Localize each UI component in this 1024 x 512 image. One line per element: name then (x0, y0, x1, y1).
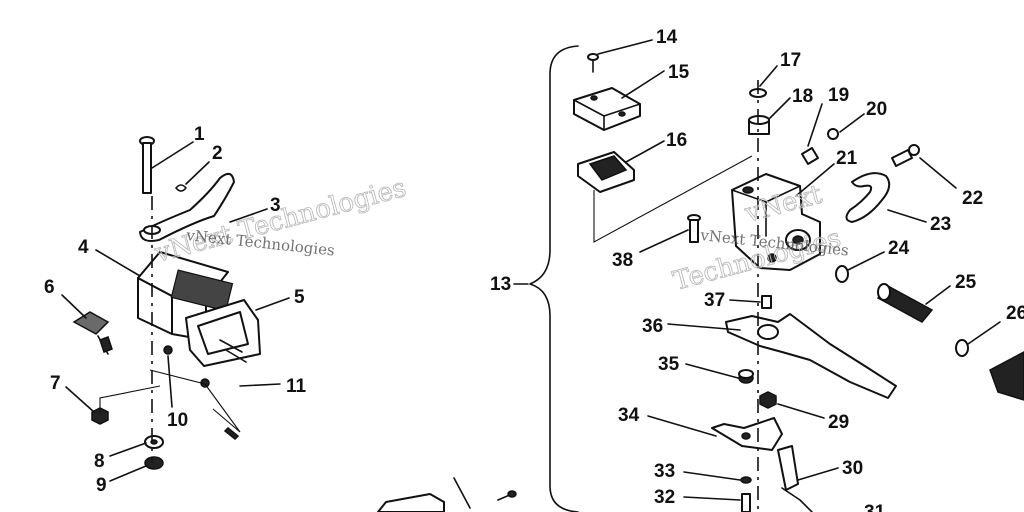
cup-part-18 (748, 115, 770, 135)
clip-part-2 (175, 184, 187, 192)
right-assembly (377, 53, 1024, 512)
callout-18: 18 (792, 86, 813, 107)
switch-part-30 (777, 445, 799, 491)
callout-30: 30 (842, 458, 863, 479)
left-assembly (72, 136, 261, 470)
callout-2: 2 (212, 143, 223, 164)
callout-9: 9 (96, 475, 107, 496)
callout-19: 19 (828, 85, 849, 106)
callout-17: 17 (780, 50, 801, 71)
master-cylinder-part-21 (731, 173, 821, 271)
switch-part-5 (185, 299, 261, 367)
callout-22: 22 (962, 188, 983, 209)
clamp-part-23 (845, 172, 891, 223)
callout-11: 11 (286, 376, 307, 397)
callout-13: 13 (490, 274, 511, 295)
callout-21: 21 (836, 148, 858, 169)
screw-part-20 (827, 128, 839, 140)
callout-35: 35 (658, 354, 680, 375)
callout-4: 4 (78, 237, 89, 258)
callout-36: 36 (642, 316, 663, 337)
callout-1: 1 (194, 124, 205, 145)
callout-6: 6 (44, 277, 55, 298)
callout-7: 7 (50, 373, 61, 394)
bracket-part-6 (72, 311, 113, 355)
callout-25: 25 (955, 272, 977, 293)
washer-part-26 (955, 339, 969, 357)
bolt-part-1 (139, 136, 155, 194)
bracket-brace-13 (529, 45, 579, 512)
nut-part-29 (759, 391, 777, 409)
callout-24: 24 (888, 238, 910, 259)
spring-part-35 (738, 369, 754, 384)
nut-part-9 (144, 456, 164, 470)
callout-3: 3 (270, 195, 281, 216)
callout-8: 8 (94, 451, 105, 472)
bolt-part-38 (687, 214, 701, 243)
grip-part (989, 351, 1024, 401)
spring-part-25 (876, 283, 934, 323)
callout-37: 37 (704, 290, 725, 311)
callout-33: 33 (654, 461, 675, 482)
leader-lines (61, 39, 1001, 501)
screw-part-22 (891, 149, 913, 167)
callout-10: 10 (167, 410, 188, 431)
callout-15: 15 (668, 62, 690, 83)
callout-38: 38 (612, 250, 633, 271)
lever-part-3 (139, 172, 235, 242)
screw-part-19 (801, 147, 819, 165)
callout-14: 14 (656, 27, 678, 48)
pin-part-37 (761, 295, 772, 309)
callout-20: 20 (866, 99, 887, 120)
cover-part-15 (573, 87, 641, 131)
callout-29: 29 (828, 412, 849, 433)
callout-23: 23 (930, 214, 951, 235)
screw-part-10 (163, 345, 173, 355)
lever-part-36 (725, 313, 897, 399)
callout-31: 31 (864, 502, 886, 512)
callout-16: 16 (666, 130, 687, 151)
washer-part-33 (740, 476, 752, 484)
washer-part-24 (835, 265, 849, 283)
callout-34: 34 (618, 405, 640, 426)
callout-labels: 1 2 3 4 5 6 7 8 9 10 11 13 14 15 16 17 1… (44, 27, 1024, 512)
callout-5: 5 (294, 287, 305, 308)
screw-part-11b (223, 426, 240, 441)
screw-part-32 (741, 493, 751, 512)
callout-32: 32 (654, 487, 675, 508)
callout-26: 26 (1006, 303, 1024, 324)
